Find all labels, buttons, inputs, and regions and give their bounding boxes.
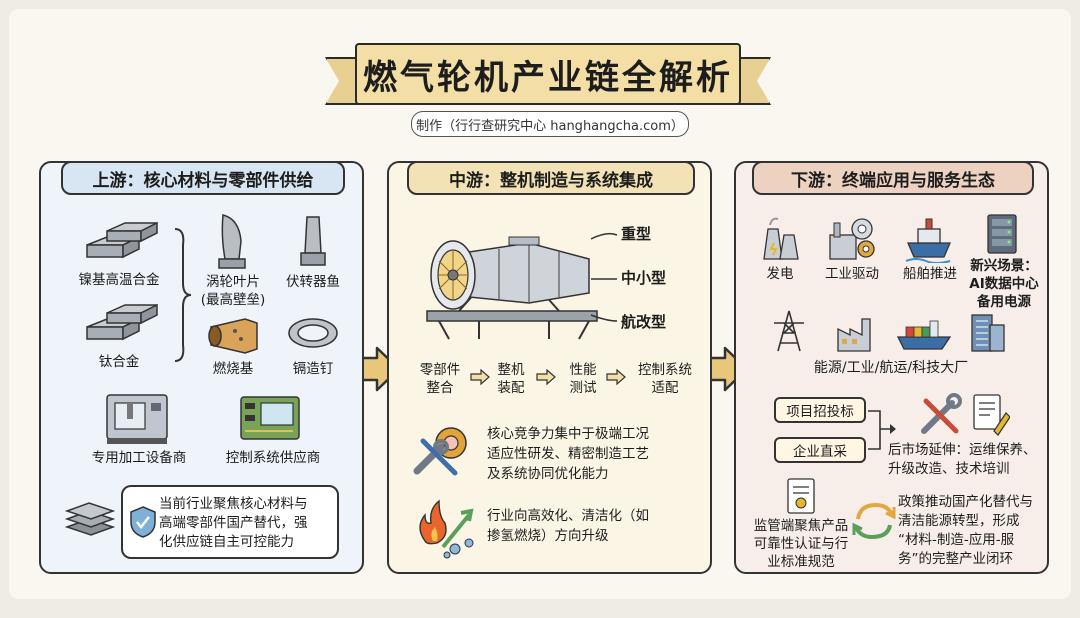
trend-line-2: 掺氢燃烧）方向升级 — [487, 528, 609, 544]
power-tower-icon — [774, 310, 804, 352]
combustor-icon — [208, 318, 258, 354]
ship-icon — [905, 218, 951, 263]
part-label-blade-note: (最高壁垒) — [200, 292, 266, 308]
regulation-line-1: 监管端聚焦产品 — [753, 518, 849, 534]
upstream-note-box: 当前行业聚焦核心材料与 高端零部件国产替代，强 化供应链自主可控能力 — [121, 485, 339, 559]
upstream-note-line-3: 化供应链自主可控能力 — [159, 534, 294, 550]
industrial-drive-icon — [829, 218, 875, 260]
control-board-icon — [240, 396, 300, 440]
part-label-blade: 涡轮叶片 — [206, 274, 260, 290]
aftermarket-line-2: 升级改造、技术培训 — [888, 461, 1010, 477]
step-arrow-1 — [470, 369, 490, 385]
material-label-nickel: 镍基高温合金 — [78, 272, 160, 288]
midstream-panel: 中游：整机制造与系统集成 重型 中小型 航改型 零部件 整合 整机 — [387, 161, 712, 574]
policy-line-3: “材料-制造-应用-服 — [898, 532, 1015, 548]
policy-line-1: 政策推动国产化替代与 — [898, 494, 1033, 510]
channel-bidding-box: 项目招投标 — [774, 397, 866, 423]
app-label-power: 发电 — [766, 266, 794, 282]
equipment-label-control: 控制系统供应商 — [225, 450, 321, 466]
step-test-line-2: 测试 — [569, 380, 597, 396]
titanium-ingot-icon — [86, 303, 158, 341]
step-integrate-line-1: 零部件 — [419, 362, 461, 378]
type-label-aero: 航改型 — [621, 313, 667, 331]
step-test-line-1: 性能 — [569, 362, 597, 378]
material-label-titanium: 钛合金 — [98, 354, 140, 370]
step-control-line-1: 控制系统 — [638, 362, 692, 378]
new-scene-line-2: AI数据中心 — [969, 276, 1039, 292]
document-edit-icon — [973, 394, 1010, 436]
step-control-line-2: 适配 — [651, 380, 679, 396]
upstream-note-line-2: 高端零部件国产替代，强 — [159, 515, 308, 531]
core-line-2: 适应性研发、精密制造工艺 — [487, 446, 649, 462]
core-line-1: 核心竞争力集中于极端工况 — [487, 426, 649, 442]
regulation-line-3: 业标准规范 — [767, 554, 835, 570]
channel-direct-box: 企业直采 — [774, 437, 866, 463]
step-integrate-line-2: 整合 — [426, 380, 454, 396]
forged-ring-icon — [288, 318, 338, 348]
downstream-title: 下游：终端应用与服务生态 — [752, 161, 1034, 195]
office-building-icon — [971, 314, 1005, 352]
trend-line-1: 行业向高效化、清洁化（如 — [487, 508, 649, 524]
type-label-heavy: 重型 — [621, 225, 652, 243]
app-label-industrial: 工业驱动 — [825, 266, 879, 282]
page-title: 燃气轮机产业链全解析 — [363, 57, 733, 98]
material-brace — [174, 228, 192, 362]
equipment-label-machining: 专用加工设备商 — [91, 450, 187, 466]
new-scene-line-1: 新兴场景： — [970, 258, 1038, 274]
upstream-note-line-1: 当前行业聚焦核心材料与 — [159, 496, 308, 512]
turbine-blade-icon — [218, 214, 246, 269]
credit-line: 制作（行行查研究中心 hanghangcha.com） — [411, 111, 689, 137]
policy-line-4: 务”的完整产业闭环 — [898, 551, 1013, 567]
title-ribbon: 燃气轮机产业链全解析 — [325, 43, 771, 107]
regulation-line-2: 可靠性认证与行 — [753, 536, 849, 552]
title-band: 燃气轮机产业链全解析 — [355, 43, 741, 105]
part-label-ring: 镉造钉 — [292, 361, 334, 377]
sector-label: 能源/工业/航运/科技大厂 — [813, 360, 969, 376]
part-label-combustor: 燃烧基 — [212, 361, 254, 377]
cargo-ship-icon — [896, 320, 952, 350]
power-plant-icon — [763, 217, 799, 260]
certificate-icon — [787, 478, 815, 514]
vane-part-icon — [300, 216, 326, 266]
tools-icon — [921, 393, 962, 434]
material-stack-icon — [64, 502, 116, 536]
upstream-panel: 上游：核心材料与零部件供给 镍基高温合金 钛合金 涡轮叶片 (最高壁垒) — [39, 161, 364, 574]
new-scene-line-3: 备用电源 — [977, 294, 1031, 310]
step-arrow-3 — [606, 369, 626, 385]
shield-check-icon — [130, 506, 156, 538]
midstream-title: 中游：整机制造与系统集成 — [407, 161, 695, 195]
core-line-3: 及系统协同优化能力 — [487, 466, 609, 482]
flame-molecule-trend-icon — [419, 499, 474, 559]
channel-merge-arrow — [868, 410, 896, 450]
step-arrow-2 — [536, 369, 556, 385]
type-label-small: 中小型 — [621, 269, 667, 287]
gas-turbine-engine-icon — [426, 236, 598, 340]
nickel-ingot-icon — [86, 221, 158, 259]
wrench-gear-brain-icon — [413, 427, 467, 476]
step-assembly-line-2: 装配 — [497, 380, 525, 396]
step-assembly-line-1: 整机 — [497, 362, 525, 378]
downstream-panel: 下游：终端应用与服务生态 发电 工业驱动 船舶推进 — [734, 161, 1049, 574]
policy-line-2: 清洁能源转型，形成 — [898, 513, 1020, 529]
aftermarket-line-1: 后市场延伸：运维保养、 — [888, 442, 1037, 458]
app-label-marine: 船舶推进 — [903, 266, 957, 282]
server-rack-icon — [987, 214, 1017, 254]
infographic-page: 燃气轮机产业链全解析 制作（行行查研究中心 hanghangcha.com） 上… — [9, 9, 1071, 599]
cycle-arrows-icon — [852, 502, 896, 540]
type-pointer-lines — [590, 232, 618, 322]
part-label-vane: 伏转器鱼 — [286, 274, 340, 290]
upstream-title: 上游：核心材料与零部件供给 — [61, 161, 345, 195]
factory-icon — [837, 318, 871, 352]
cnc-machine-icon — [106, 394, 168, 444]
